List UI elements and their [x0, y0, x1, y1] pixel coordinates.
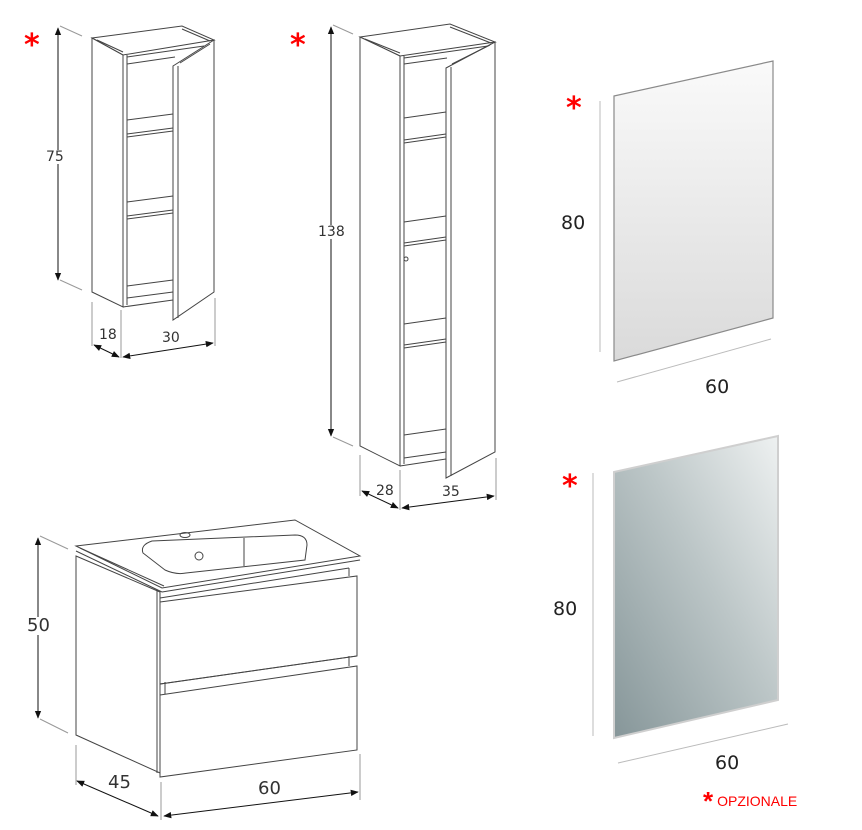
mirror-top-drawing	[599, 60, 774, 383]
optional-legend-label: OPZIONALE	[717, 793, 798, 809]
optional-marker-tall-column: *	[290, 28, 306, 63]
tall-column-width-label: 35	[442, 484, 460, 500]
wall-cabinet-width-label: 30	[162, 330, 180, 346]
wall-cabinet-depth-label: 18	[99, 327, 117, 343]
wall-cabinet-height-label: 75	[46, 149, 64, 165]
asterisk-icon: *	[703, 786, 714, 816]
optional-marker-mirror-bottom: *	[562, 469, 578, 504]
mirror-top-width-label: 60	[705, 376, 730, 398]
optional-legend: * OPZIONALE	[703, 788, 797, 814]
vanity-width-label: 60	[258, 778, 281, 799]
vanity-base-drawing	[34, 519, 362, 820]
vanity-depth-label: 45	[108, 772, 131, 793]
optional-marker-mirror-top: *	[566, 91, 582, 126]
tall-column-depth-label: 28	[376, 483, 394, 499]
mirror-bottom-width-label: 60	[715, 752, 740, 774]
mirror-top-height-label: 80	[561, 212, 586, 234]
mirror-bottom-drawing	[592, 434, 789, 764]
tall-column-drawing	[327, 23, 497, 511]
vanity-height-label: 50	[27, 615, 50, 636]
tall-column-height-label: 138	[318, 224, 345, 240]
optional-marker-wall-cabinet: *	[24, 28, 40, 63]
wall-cabinet-small-drawing	[54, 25, 216, 360]
mirror-bottom-height-label: 80	[553, 598, 578, 620]
